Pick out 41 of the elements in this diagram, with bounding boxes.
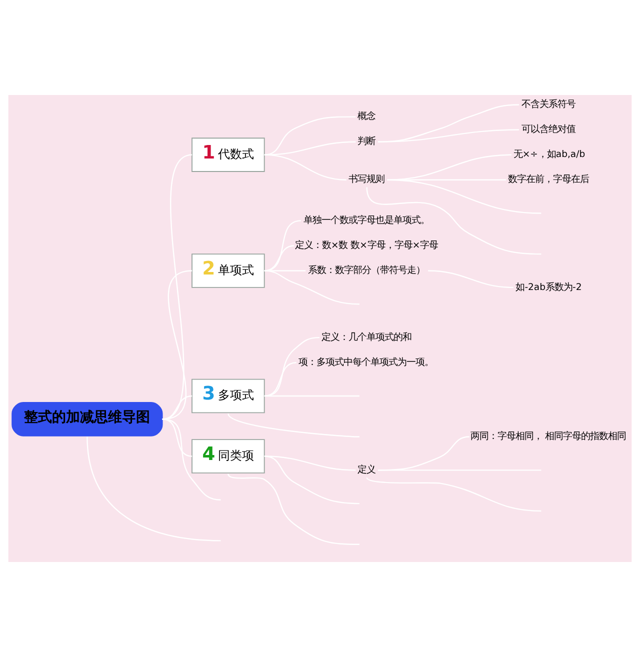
node-text: 系数：数字部分（带符号走） — [308, 265, 425, 276]
node-box: 1 代数式 — [192, 138, 265, 172]
connector — [264, 336, 320, 397]
node-text: 项：多项式中每个单项式为一项。 — [298, 356, 434, 368]
node-box: 2 单项式 — [192, 254, 265, 288]
node-text: 判断 — [358, 136, 376, 148]
node-box: 4 同类项 — [192, 439, 265, 474]
connector — [162, 154, 192, 420]
connector — [378, 104, 519, 142]
node-text: 定义 — [358, 464, 376, 476]
node-text: 可以含绝对值 — [521, 124, 576, 136]
node-text: 概念 — [358, 111, 376, 122]
connector — [162, 270, 192, 420]
connector — [264, 270, 360, 305]
connector — [366, 187, 542, 255]
connector — [228, 474, 360, 545]
connector — [228, 413, 360, 438]
node-box: 3 多项式 — [192, 378, 265, 414]
node-text: 无×÷，如ab,a/b — [513, 149, 586, 160]
node-box: 整式的加减思维导图 — [12, 402, 163, 436]
connector — [264, 362, 296, 397]
node-text: 数字在前，字母在后 — [508, 174, 589, 186]
connector — [264, 116, 356, 156]
connector — [264, 456, 356, 471]
node-text: 定义：几个单项式的和 — [321, 332, 412, 343]
connector — [378, 129, 519, 142]
node-text: 书写规则 — [348, 174, 384, 186]
connector — [366, 477, 542, 512]
node-text: 两同：字母相同， 相同字母的指数相同 — [470, 431, 626, 442]
node-text: 定义：数×数 数×字母，字母×字母 — [294, 240, 438, 252]
connector — [387, 154, 512, 180]
connector — [264, 456, 360, 504]
node-text: 单独一个数或字母也是单项式。 — [303, 214, 430, 226]
connector — [264, 154, 346, 180]
connector — [428, 270, 514, 288]
connector — [86, 436, 221, 542]
connector — [162, 395, 192, 420]
connector — [162, 418, 221, 500]
connector — [264, 141, 356, 156]
node-text: 如-2ab系数为-2 — [516, 282, 582, 293]
node-text: 不含关系符号 — [521, 99, 576, 110]
